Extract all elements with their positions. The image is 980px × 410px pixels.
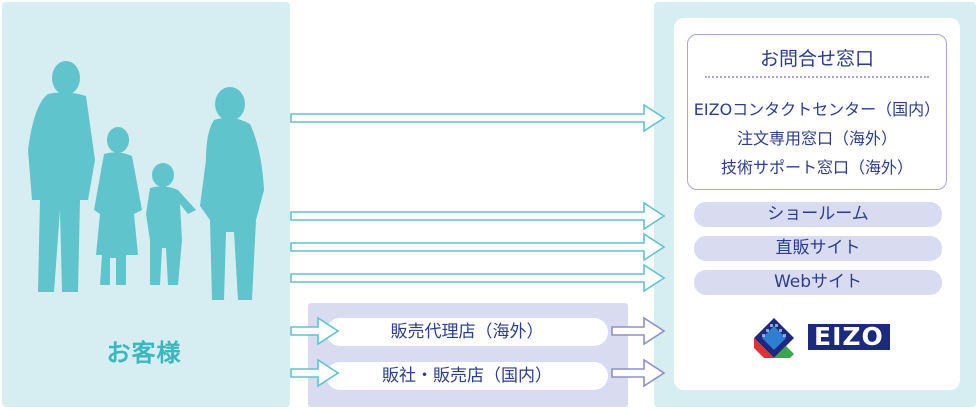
arrow-to-contact	[290, 103, 666, 133]
eizo-logo-text: EIZO	[808, 324, 890, 350]
arrow-to-showroom	[290, 201, 666, 231]
contact-title: お問合せ窓口	[759, 48, 874, 70]
arrow-to-direct-sales	[290, 232, 666, 262]
arrow-distributor-to-eizo	[611, 316, 666, 346]
eizo-logo-icon	[754, 318, 794, 358]
contact-line-orders: 注文専用窓口（海外）	[736, 129, 897, 148]
arrow-to-distributor	[290, 316, 340, 346]
customer-label: お客様	[106, 339, 182, 367]
overseas-distributor-label: 販売代理店（海外）	[326, 318, 608, 346]
direct-sales-label: 直販サイト	[694, 236, 942, 261]
arrow-to-website	[290, 263, 666, 293]
showroom-label: ショールーム	[694, 202, 942, 227]
contact-box	[687, 34, 947, 190]
contact-line-domestic: EIZOコンタクトセンター（国内）	[693, 100, 941, 119]
arrow-to-dealer	[290, 358, 340, 388]
contact-divider	[705, 76, 929, 78]
domestic-dealer-label: 販社・販売店（国内）	[326, 362, 608, 390]
contact-line-support: 技術サポート窓口（海外）	[720, 158, 913, 177]
website-label: Webサイト	[694, 270, 942, 295]
arrow-dealer-to-eizo	[611, 358, 666, 388]
family-silhouette-icon	[28, 61, 264, 300]
